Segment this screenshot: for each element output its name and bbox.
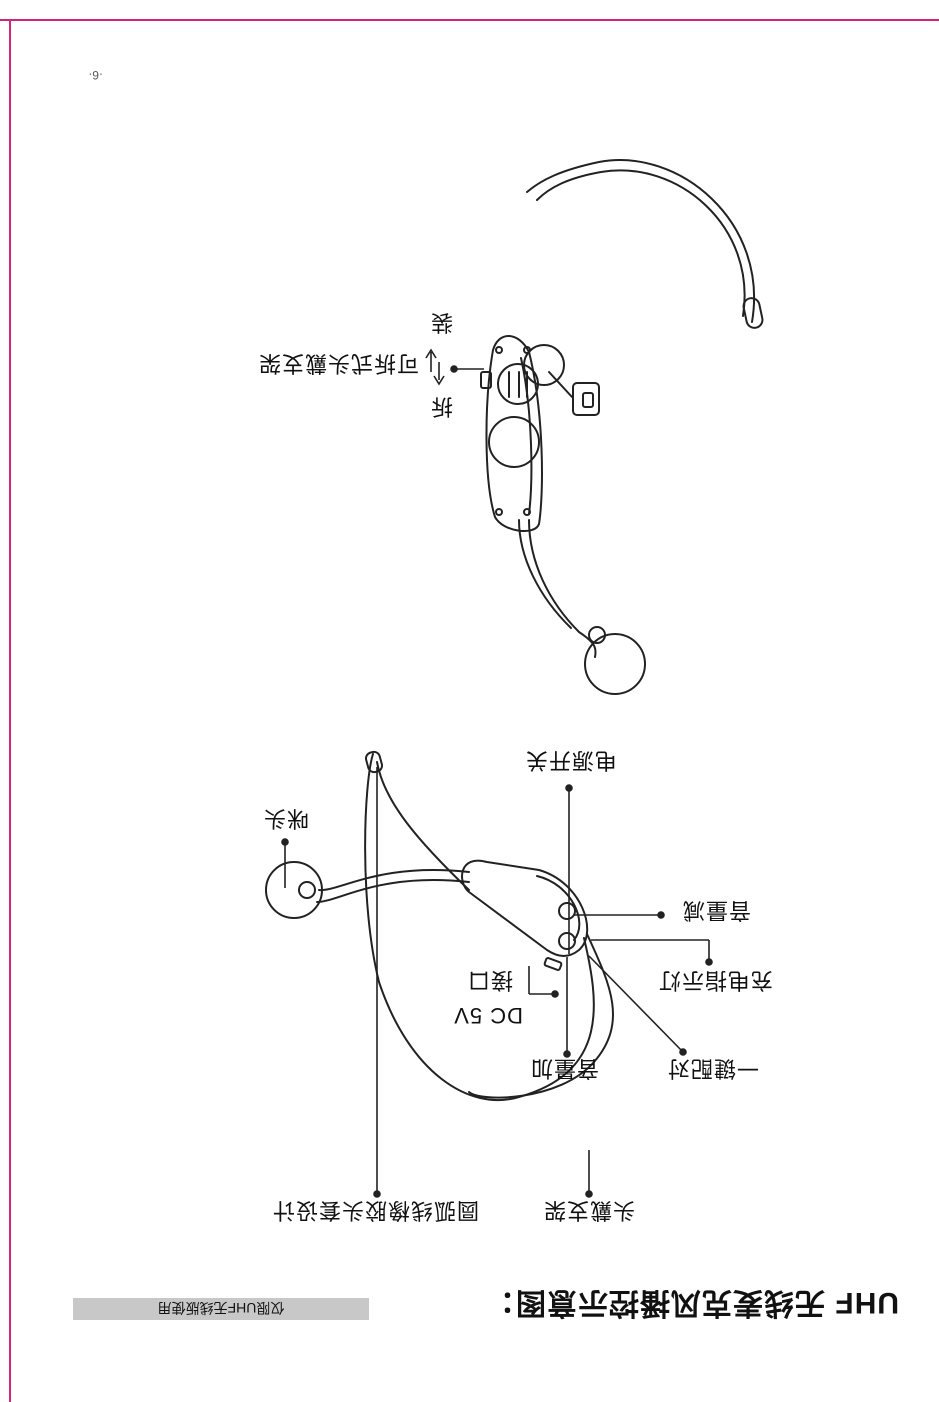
label-dc-port: DC 5V xyxy=(453,1003,523,1028)
label-power-switch: 电源开关 xyxy=(524,748,617,773)
callout-lines xyxy=(281,348,713,1198)
label-gooseneck-design: 圆弧线橡胶头套设计 xyxy=(271,1198,479,1223)
headset-diagram-upper xyxy=(480,159,764,695)
device-diagram-lower xyxy=(265,750,614,1102)
label-detach: 拆 xyxy=(429,394,453,419)
label-volume-down: 音量减 xyxy=(681,898,751,923)
label-one-key-pair: 一键配对 xyxy=(666,1056,759,1081)
label-attach: 装 xyxy=(429,310,453,335)
label-dc-port-interface: 接口 xyxy=(466,968,513,993)
label-mic-head: 咪头 xyxy=(262,806,309,831)
label-charge-indicator: 充电指示灯 xyxy=(657,968,773,993)
label-volume-up: 音量加 xyxy=(529,1056,599,1081)
label-detachable-headset: 可拆式头戴支架 xyxy=(257,351,419,376)
label-headset-frame: 头戴支架 xyxy=(542,1198,635,1223)
